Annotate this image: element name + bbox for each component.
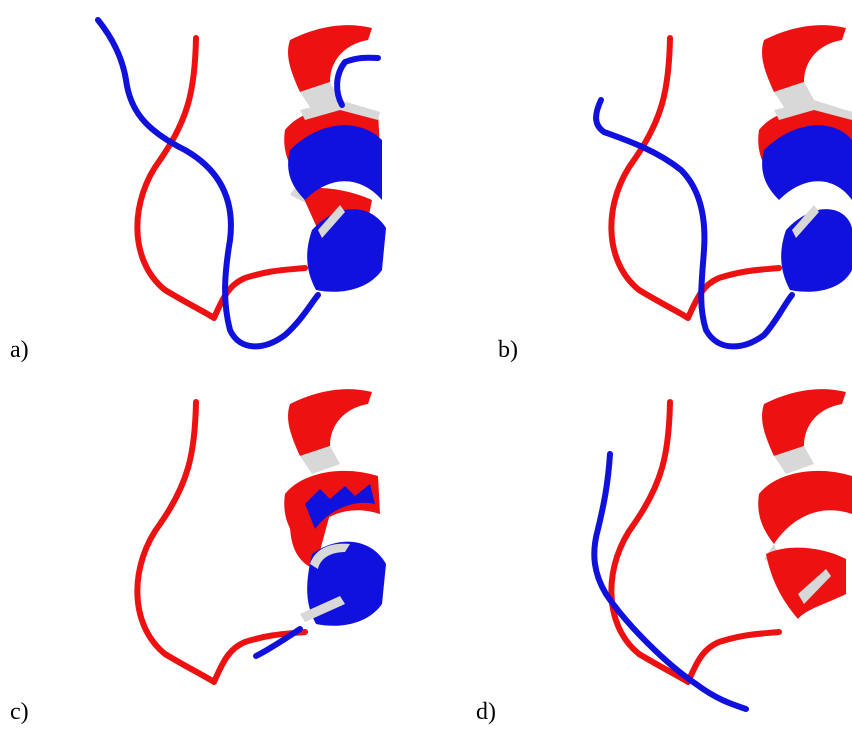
- blue-helix-ribbon: [300, 484, 386, 626]
- panel-d-structure: [591, 389, 852, 712]
- red-helix-ribbon: [284, 389, 380, 569]
- blue-coil-strand: [253, 626, 303, 659]
- panel-c-structure: [134, 389, 386, 685]
- panel-b-label: b): [498, 337, 518, 363]
- blue-helix-ribbon: [288, 100, 386, 292]
- red-coil-strand: [608, 399, 782, 685]
- red-coil-strand: [608, 35, 782, 321]
- blue-helix-ribbon: [762, 100, 852, 292]
- panel-a: a): [0, 0, 426, 364]
- panel-c: c): [0, 364, 426, 728]
- panel-d: d): [426, 364, 852, 728]
- panel-b: b): [426, 0, 852, 364]
- panel-c-label: c): [10, 699, 29, 725]
- blue-coil-strand: [591, 451, 749, 712]
- red-coil-strand: [134, 35, 308, 321]
- red-coil-strand: [134, 399, 308, 685]
- panel-b-structure: [593, 25, 852, 350]
- panel-a-label: a): [10, 337, 29, 363]
- panel-d-label: d): [476, 699, 496, 725]
- blue-coil-strand: [593, 97, 795, 350]
- blue-coil-strand: [95, 17, 321, 350]
- blue-helix-tail: [334, 54, 381, 108]
- panel-a-structure: [95, 17, 386, 350]
- red-helix-ribbon: [758, 389, 852, 619]
